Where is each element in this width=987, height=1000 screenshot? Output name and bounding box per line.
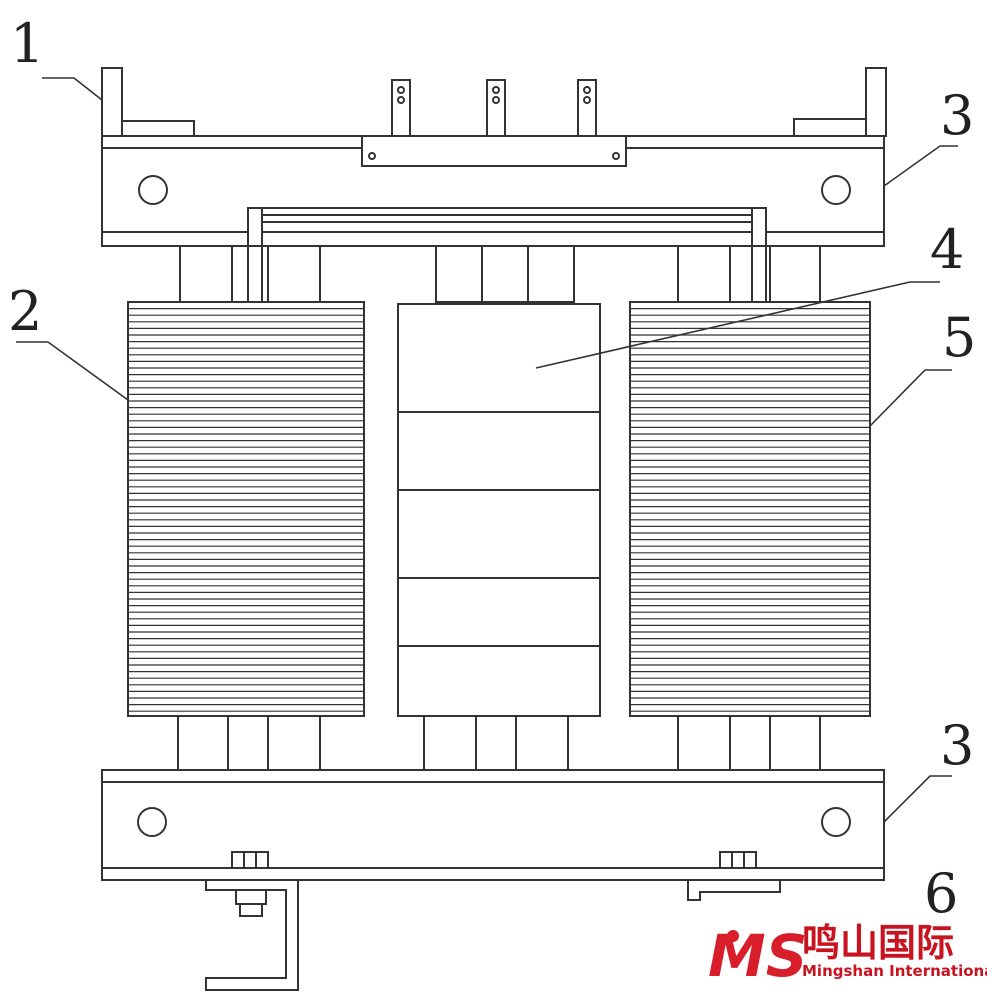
label-3-bottom: 3 [940,714,974,777]
logo-mark: MS [708,922,808,990]
logo-english: Mingshan International [802,962,987,980]
top-right-post [865,67,887,137]
label-2: 2 [8,280,42,343]
left-coil-windings [128,308,364,712]
top-tie-bar [247,207,767,303]
right-foot-bracket [687,879,781,901]
leader-lines [16,77,958,823]
label-6: 6 [924,862,958,925]
label-1: 1 [10,12,44,75]
upper-core-stubs [179,245,821,303]
mingshan-logo: MS 鸣山国际 Mingshan International [708,921,987,990]
right-coil [629,301,871,717]
label-4: 4 [930,218,964,281]
top-right-pad [793,118,867,137]
logo-chinese: 鸣山国际 [802,921,954,965]
center-core-limb [397,303,601,717]
logo-dot-icon [727,930,739,942]
lower-core-stubs [177,715,821,771]
label-5: 5 [942,306,976,369]
left-foot-bracket [205,879,299,991]
terminal-lugs [391,79,597,137]
top-left-post [101,67,123,137]
top-left-pad [121,120,195,137]
bottom-bolts [231,851,757,869]
right-coil-windings [630,308,870,712]
label-3-top: 3 [940,84,974,147]
left-coil [127,301,365,717]
lower-yoke-clamp [101,769,885,881]
